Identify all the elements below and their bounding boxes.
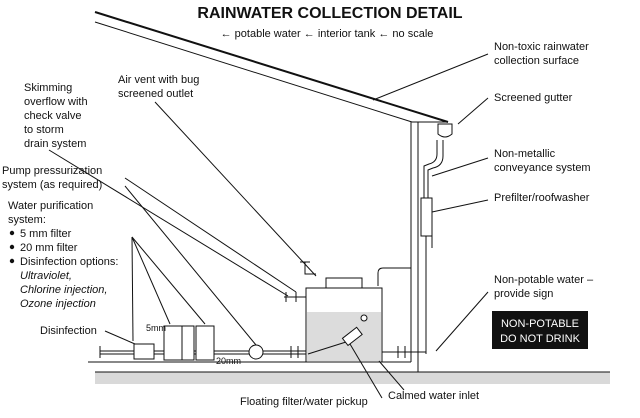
label-skimming-2: overflow with xyxy=(24,96,88,108)
pickup-hose xyxy=(307,341,347,355)
legend-text: ← potable water ← interior tank ← no sca… xyxy=(221,28,434,40)
air-vent xyxy=(304,262,316,275)
label-skimming-5: drain system xyxy=(24,138,86,150)
roof-top-edge xyxy=(94,11,449,123)
sign-line-2: DO NOT DRINK xyxy=(500,333,581,345)
label-air-vent-1: Air vent with bug xyxy=(118,74,199,86)
pump xyxy=(248,344,264,360)
tank-outlet-valve xyxy=(290,346,299,358)
prefilter-roofwasher xyxy=(420,197,433,237)
label-non-potable-1: Non-potable water – xyxy=(494,274,594,286)
label-purification-2: system: xyxy=(8,214,46,226)
label-item-20mm: 20 mm filter xyxy=(20,242,78,254)
label-filter-5mm: 5mm xyxy=(146,323,166,333)
bullet-disinfection xyxy=(9,258,15,264)
label-skimming-4: to storm xyxy=(24,124,64,136)
downspout-inner xyxy=(423,140,438,198)
label-filter-20mm: 20mm xyxy=(216,356,241,366)
tank-hatch xyxy=(325,277,363,289)
filter-divider xyxy=(181,325,195,361)
label-disinfection: Disinfection xyxy=(40,325,97,337)
ground xyxy=(95,372,610,384)
overflow-check-valve xyxy=(285,292,297,302)
label-pump-1: Pump pressurization xyxy=(2,165,102,177)
label-item-disinfection: Disinfection options: xyxy=(20,256,118,268)
filter-20mm xyxy=(195,325,215,361)
roof-bottom-edge xyxy=(94,21,413,123)
label-screened-gutter: Screened gutter xyxy=(494,92,573,104)
screened-gutter xyxy=(437,123,453,138)
label-collection-surface-1: Non-toxic rainwater xyxy=(494,41,589,53)
label-option-uv: Ultraviolet, xyxy=(20,270,72,282)
label-option-ozone: Ozone injection xyxy=(20,298,96,310)
tank-water xyxy=(307,312,381,361)
sign-line-1: NON-POTABLE xyxy=(501,318,579,330)
label-purification-1: Water purification xyxy=(8,200,93,212)
label-air-vent-2: screened outlet xyxy=(118,88,193,100)
bullet-5mm xyxy=(9,230,15,236)
label-skimming-3: check valve xyxy=(24,110,81,122)
label-skimming-1: Skimming xyxy=(24,82,72,94)
label-conveyance-2: conveyance system xyxy=(494,162,591,174)
label-collection-surface-2: collection surface xyxy=(494,55,579,67)
label-calmed-inlet: Calmed water inlet xyxy=(388,390,479,402)
downspout-outer xyxy=(427,140,444,198)
inlet-pipe xyxy=(377,267,411,286)
nonpotable-sign xyxy=(492,311,588,349)
label-conveyance-1: Non-metallic xyxy=(494,148,556,160)
label-floating-filter: Floating filter/water pickup xyxy=(240,396,368,408)
label-item-5mm: 5 mm filter xyxy=(20,228,72,240)
float-ball xyxy=(360,314,368,322)
bullet-20mm xyxy=(9,244,15,250)
label-pump-2: system (as required) xyxy=(2,179,102,191)
label-option-chlorine: Chlorine injection, xyxy=(20,284,107,296)
diagram-title: RAINWATER COLLECTION DETAIL xyxy=(197,5,462,22)
disinfection-unit xyxy=(133,343,155,360)
label-non-potable-2: provide sign xyxy=(494,288,553,300)
filter-5mm xyxy=(163,325,183,361)
leader-lines xyxy=(48,53,489,399)
floating-filter xyxy=(341,326,363,347)
label-prefilter: Prefilter/roofwasher xyxy=(494,192,590,204)
